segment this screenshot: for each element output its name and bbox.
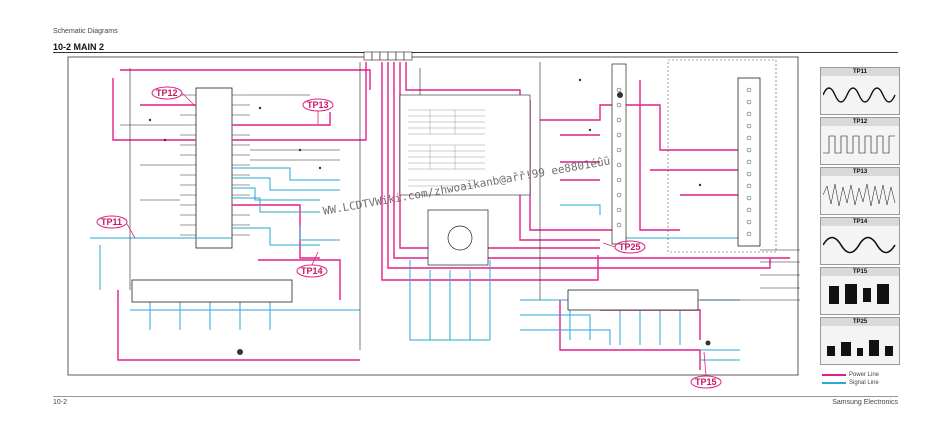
power-line-swatch — [822, 374, 846, 376]
legend-power-label: Power Line — [849, 372, 880, 378]
scope-tp14: TP14 — [820, 217, 900, 265]
main-ic — [195, 87, 233, 249]
scope-title: TP12 — [821, 118, 899, 126]
scope-title: TP25 — [821, 318, 899, 326]
wiring — [120, 62, 800, 350]
mid-connector-pins — [616, 87, 622, 228]
line-legend: Power Line Signal Line — [822, 371, 879, 387]
waveform-block-icon — [829, 284, 889, 304]
scope-title: TP15 — [821, 268, 899, 276]
scope-title: TP11 — [821, 68, 899, 76]
tuner-dashed-area — [667, 59, 777, 253]
right-connector-pins — [746, 87, 752, 237]
scope-title: TP13 — [821, 168, 899, 176]
tp14-label: TP14 — [301, 266, 323, 276]
lower-right-ic — [567, 289, 699, 311]
option-table-grid — [408, 109, 485, 187]
legend-signal-label: Signal Line — [849, 380, 879, 386]
signal-lines — [90, 167, 740, 361]
footer-divider — [53, 396, 898, 397]
header-divider — [53, 52, 898, 53]
scope-tp11: TP11 — [820, 67, 900, 115]
brand-label: Samsung Electronics — [832, 399, 898, 406]
schematic-frame — [67, 56, 799, 376]
legend-power: Power Line — [822, 371, 879, 379]
waveform-sine-icon — [823, 87, 896, 103]
lower-left-ic — [131, 279, 293, 303]
scope-tp25: TP25 — [820, 317, 900, 365]
waveform-sine-icon — [823, 236, 896, 254]
waveform-pulse-icon — [827, 340, 893, 356]
av-connector-block — [427, 209, 489, 266]
mid-connector — [611, 63, 627, 245]
right-connector — [737, 77, 761, 247]
waveform-square-icon — [823, 135, 895, 154]
scope-tp12: TP12 — [820, 117, 900, 165]
section-label: Schematic Diagrams — [53, 28, 118, 35]
tp12-label: TP12 — [156, 88, 178, 98]
scope-tp15: TP15 — [820, 267, 900, 315]
tp15-label: TP15 — [695, 377, 717, 387]
tp11-label: TP11 — [101, 217, 123, 227]
tp25-label: TP25 — [619, 242, 641, 252]
component-dots — [148, 78, 711, 355]
signal-line-swatch — [822, 382, 846, 384]
av-jack — [447, 225, 473, 251]
scope-tp13: TP13 — [820, 167, 900, 215]
page-number: 10-2 — [53, 399, 68, 406]
test-point-arrows — [126, 92, 707, 377]
legend-signal: Signal Line — [822, 379, 879, 387]
tp13-label: TP13 — [307, 100, 329, 110]
waveform-burst-icon — [823, 183, 896, 207]
waveform-panel: TP11 TP12 TP13 TP14 TP15 TP25 — [820, 67, 900, 367]
page-title: 10-2 MAIN 2 — [53, 42, 105, 52]
scope-title: TP14 — [821, 218, 899, 226]
top-connector — [363, 51, 413, 61]
